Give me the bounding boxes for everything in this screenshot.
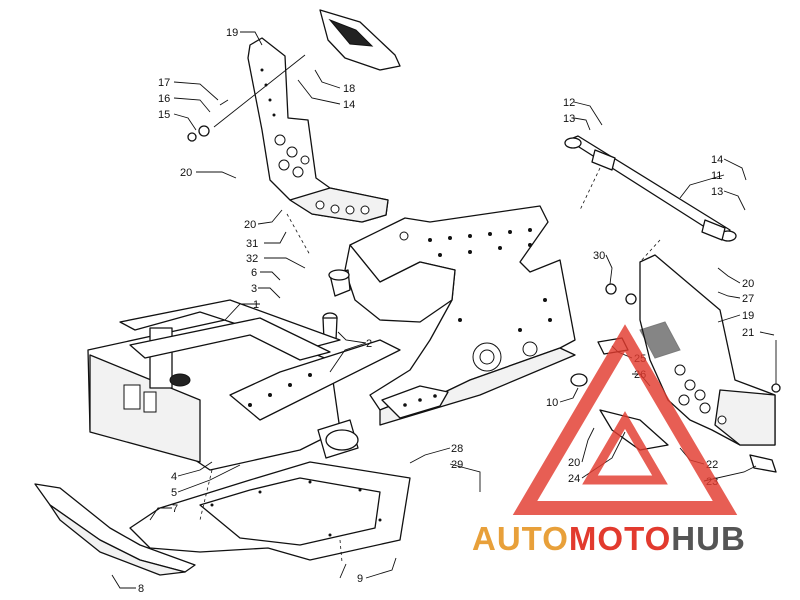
watermark-triangle: [512, 324, 738, 515]
callout-9: 9: [357, 573, 363, 585]
callout-10: 10: [546, 397, 558, 409]
callout-1: 1: [253, 299, 259, 311]
callout-21: 21: [742, 327, 754, 339]
callout-3: 3: [251, 283, 257, 295]
callout-14-right: 14: [711, 154, 723, 166]
belly-pan: [129, 461, 411, 561]
callout-14-top: 14: [343, 99, 355, 111]
callout-18: 18: [343, 83, 355, 95]
callout-labels: 19 18 14 17 16 15 20 20 31 32 6 3 1 2 4 …: [138, 27, 754, 595]
leader-lines: [111, 31, 775, 589]
footrest-left-assembly: [187, 9, 401, 223]
chassis-main-frame: [87, 205, 637, 471]
svg-text:AUTOMOTOHUB: AUTOMOTOHUB: [472, 520, 746, 557]
callout-5: 5: [171, 487, 177, 499]
callout-28: 28: [451, 443, 463, 455]
callout-31: 31: [246, 238, 258, 250]
callout-4: 4: [171, 471, 177, 483]
callout-19-top: 19: [226, 27, 238, 39]
callout-20-a: 20: [180, 167, 192, 179]
callout-7: 7: [172, 503, 178, 515]
callout-27: 27: [742, 293, 754, 305]
callout-29: 29: [451, 459, 463, 471]
callout-8: 8: [138, 583, 144, 595]
watermark-brand-part2: MOTO: [569, 520, 671, 557]
callout-13-b: 13: [711, 186, 723, 198]
front-bumper: [34, 483, 196, 576]
callout-11: 11: [711, 170, 722, 182]
callout-19-right: 19: [742, 310, 754, 322]
callout-15: 15: [158, 109, 170, 121]
watermark-inner-triangle: [582, 411, 668, 485]
callout-20-c: 20: [742, 278, 754, 290]
callout-20-d: 20: [568, 457, 580, 469]
callout-17: 17: [158, 77, 170, 89]
watermark-brand-part1: AUTO: [472, 520, 569, 557]
steering-post: [564, 135, 737, 242]
callout-30: 30: [593, 250, 605, 262]
callout-32: 32: [246, 253, 258, 265]
callout-13-a: 13: [563, 113, 575, 125]
callout-12: 12: [563, 97, 575, 109]
callout-20-b: 20: [244, 219, 256, 231]
callout-16: 16: [158, 93, 170, 105]
watermark-brand-part3: HUB: [671, 520, 746, 557]
watermark-logo: AUTOMOTOHUB: [472, 324, 746, 557]
callout-6: 6: [251, 267, 257, 279]
callout-24: 24: [568, 473, 580, 485]
callout-2: 2: [366, 338, 372, 350]
